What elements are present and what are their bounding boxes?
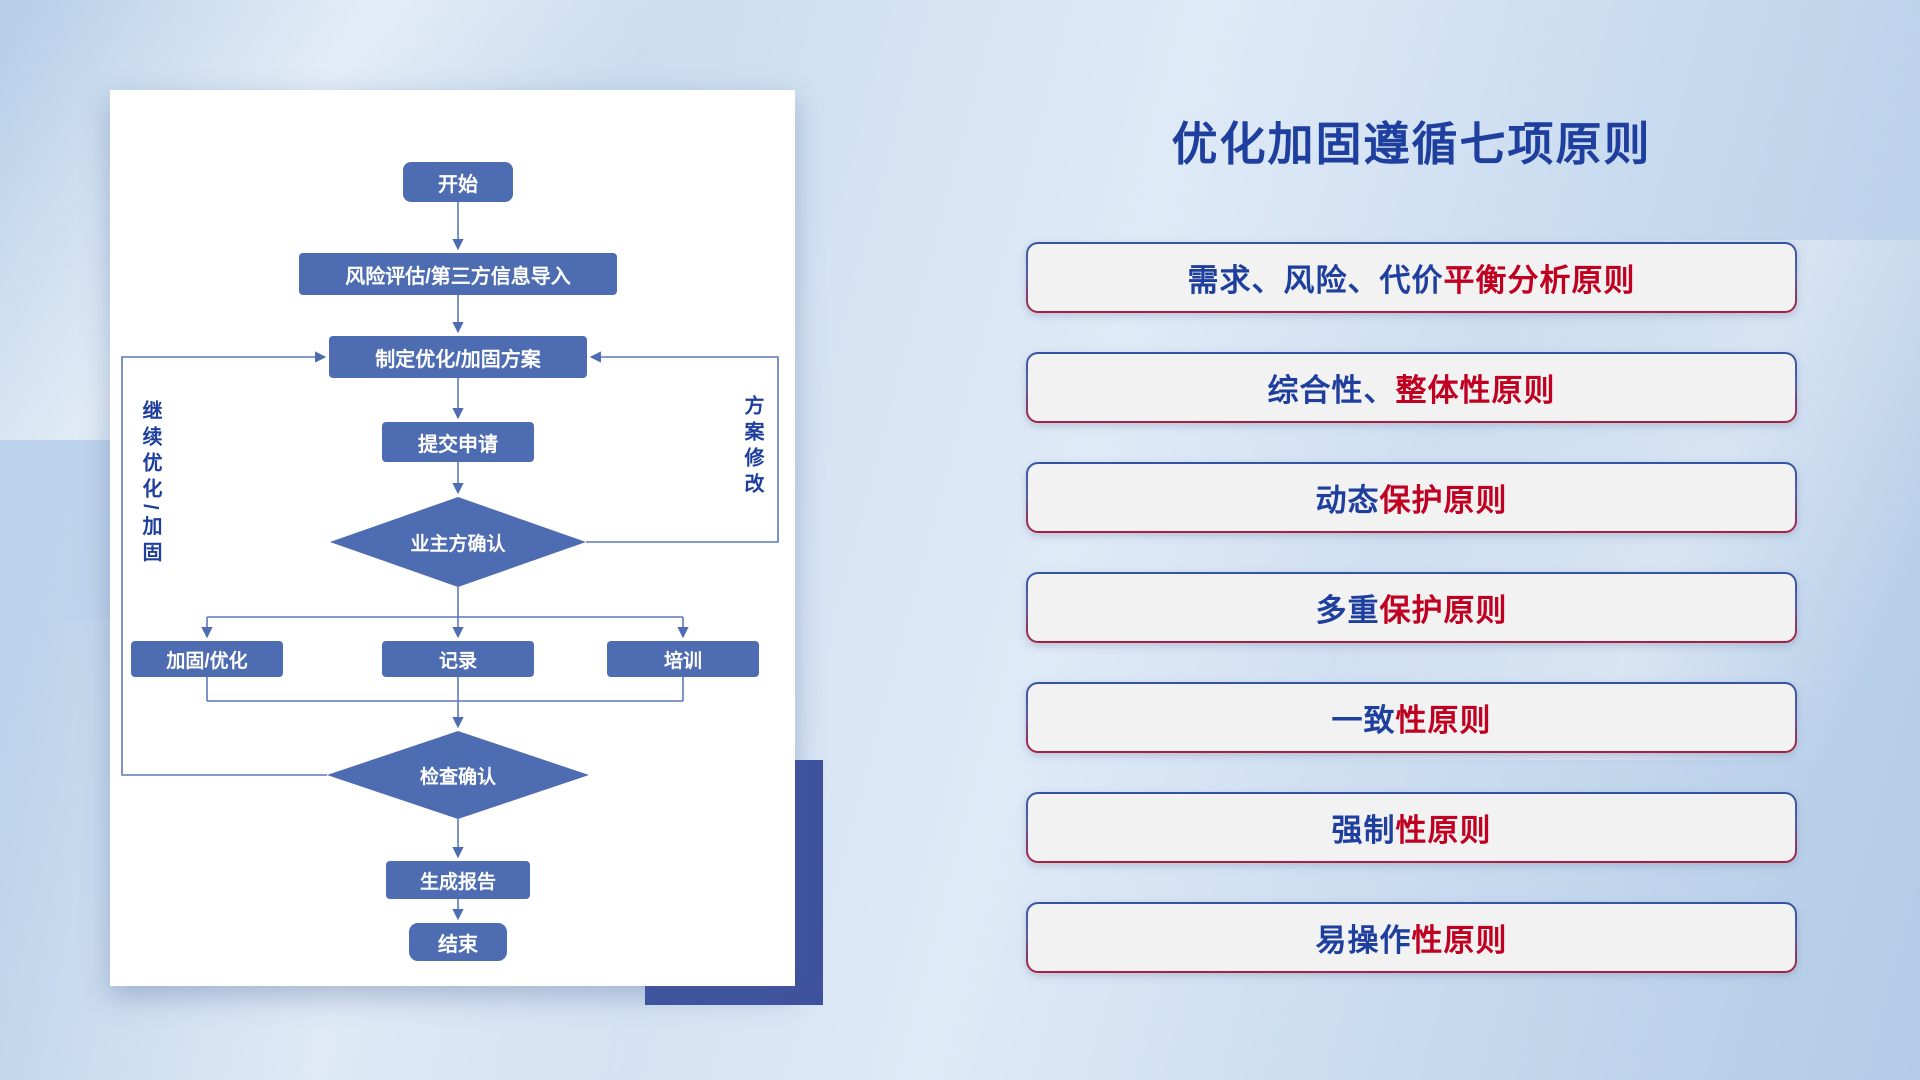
principle-2-part2: 整体性原则 xyxy=(1395,373,1556,408)
principle-6-part1: 强制 xyxy=(1331,813,1396,848)
flow-node-risk-import: 风险评估/第三方信息导入 xyxy=(299,253,617,295)
principle-3-part2: 保护原则 xyxy=(1379,483,1508,518)
principle-5-part2: 性原则 xyxy=(1395,703,1492,738)
flow-label-continue-loop: 继续优化/加固 xyxy=(139,400,161,568)
flowchart-connectors xyxy=(121,202,779,921)
principle-text-3: 动态保护原则 xyxy=(1028,464,1795,531)
principle-card-2: 综合性、整体性原则 xyxy=(1026,352,1797,423)
principle-7-part1: 易操作 xyxy=(1315,923,1412,958)
principle-text-6: 强制性原则 xyxy=(1028,794,1795,861)
principle-text-7: 易操作性原则 xyxy=(1028,904,1795,971)
flow-node-submit: 提交申请 xyxy=(382,422,534,462)
flow-node-record: 记录 xyxy=(382,641,534,677)
principle-card-6: 强制性原则 xyxy=(1026,792,1797,863)
principle-card-3: 动态保护原则 xyxy=(1026,462,1797,533)
principle-6-part2: 性原则 xyxy=(1395,813,1492,848)
principle-4-part2: 保护原则 xyxy=(1379,593,1508,628)
principle-2-part1: 综合性、 xyxy=(1267,373,1396,408)
principle-card-4: 多重保护原则 xyxy=(1026,572,1797,643)
principle-text-4: 多重保护原则 xyxy=(1028,574,1795,641)
principle-5-part1: 一致 xyxy=(1331,703,1396,738)
flow-node-plan: 制定优化/加固方案 xyxy=(329,336,587,378)
principle-card-7: 易操作性原则 xyxy=(1026,902,1797,973)
principles-list: 需求、风险、代价平衡分析原则 综合性、整体性原则 动态保护原则 多重保护原则 一… xyxy=(1026,242,1797,973)
principle-text-5: 一致性原则 xyxy=(1028,684,1795,751)
slide-title: 优化加固遵循七项原则 xyxy=(1171,118,1652,170)
flow-node-harden: 加固/优化 xyxy=(131,641,283,677)
principle-card-1: 需求、风险、代价平衡分析原则 xyxy=(1026,242,1797,313)
principle-card-5: 一致性原则 xyxy=(1026,682,1797,753)
principle-1-part1: 需求、风险、代价 xyxy=(1187,263,1444,298)
principle-text-2: 综合性、整体性原则 xyxy=(1028,354,1795,421)
principle-3-part1: 动态 xyxy=(1315,483,1380,518)
flow-decision-owner-confirm-label: 业主方确认 xyxy=(410,533,506,555)
flow-node-start: 开始 xyxy=(403,162,513,202)
principle-7-part2: 性原则 xyxy=(1411,923,1508,958)
flow-label-revise-loop: 方案修改 xyxy=(741,395,763,499)
flow-node-report: 生成报告 xyxy=(386,861,530,899)
flow-decision-check-confirm-label: 检查确认 xyxy=(419,766,496,788)
principle-4-part1: 多重 xyxy=(1315,593,1380,628)
principle-text-1: 需求、风险、代价平衡分析原则 xyxy=(1028,244,1795,311)
flow-node-end: 结束 xyxy=(409,923,507,961)
principle-1-part2: 平衡分析原则 xyxy=(1443,263,1636,298)
flowchart-panel: 开始 风险评估/第三方信息导入 制定优化/加固方案 提交申请 业主方确认 加固/… xyxy=(110,90,795,986)
flow-node-training: 培训 xyxy=(607,641,759,677)
